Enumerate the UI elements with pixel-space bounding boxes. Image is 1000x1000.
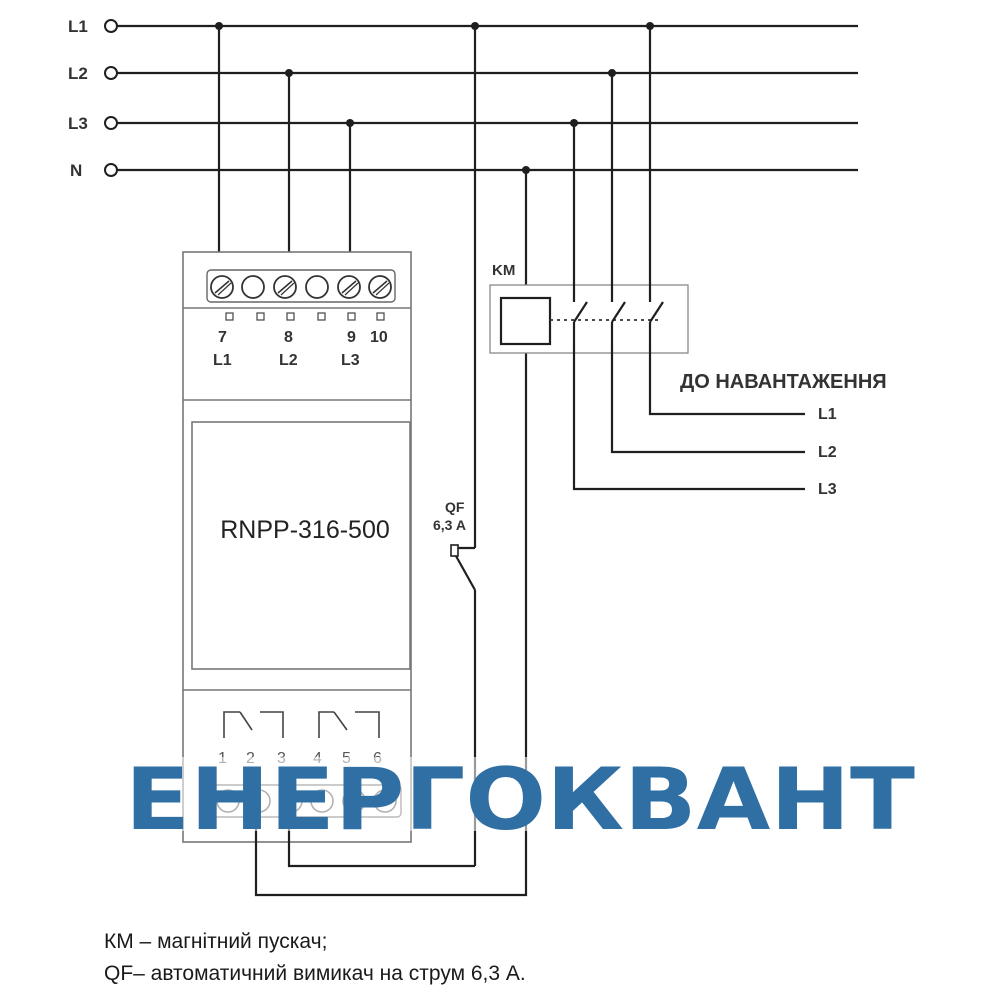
breaker-rating-label: 6,3 A (433, 517, 466, 533)
load-label-l3: L3 (818, 481, 837, 498)
load-title: ДО НАВАНТАЖЕННЯ (680, 371, 887, 393)
wire-load-l1 (648, 344, 805, 416)
relay-output-contacts (223, 711, 380, 738)
relay-phase-label-l1: L1 (213, 352, 232, 369)
relay-display-window (191, 421, 411, 670)
legend: КМ – магнітний пускач; QF– автоматичний … (104, 926, 526, 990)
wire-relay-to-km-coil (254, 344, 528, 897)
watermark-band (40, 757, 962, 831)
relay-top-terminal-block (206, 269, 396, 321)
wire-breaker-to-relay-contact (287, 817, 475, 868)
terminal-number-7: 7 (218, 329, 227, 346)
watermark-logo: ЕНЕРГОКВАНТ (125, 750, 915, 850)
km-coil-icon (499, 296, 552, 346)
breaker-name-label: QF (445, 499, 465, 515)
screw-terminal-icon (210, 275, 234, 299)
contactor-km (489, 26, 689, 354)
legend-qf: QF– автоматичний вимикач на струм 6,3 А. (104, 962, 526, 985)
bus-terminal-l2 (104, 66, 118, 80)
terminal-number-9: 9 (347, 329, 356, 346)
bus-label-l3: L3 (68, 114, 88, 133)
bus-label-l2: L2 (68, 64, 88, 83)
screw-terminal-icon (368, 275, 392, 299)
terminal-number-10: 10 (370, 329, 388, 346)
terminal-number-8: 8 (284, 329, 293, 346)
relay-phase-label-l2: L2 (279, 352, 298, 369)
bus-terminal-l3 (104, 116, 118, 130)
load-label-l1: L1 (818, 406, 837, 423)
screw-terminal-icon (337, 275, 361, 299)
empty-terminal-icon (241, 275, 265, 299)
bus-terminal-n (104, 163, 118, 177)
empty-terminal-icon (305, 275, 329, 299)
legend-km: КМ – магнітний пускач; (104, 930, 328, 953)
relay-device (182, 251, 412, 843)
junction-dots (215, 22, 654, 174)
screw-terminal-icon (273, 275, 297, 299)
load-label-l2: L2 (818, 444, 837, 461)
bus-label-l1: L1 (68, 17, 88, 36)
wire-load-l3 (572, 344, 805, 491)
bus-terminal-l1 (104, 19, 118, 33)
contactor-label: KM (492, 262, 515, 279)
relay-phase-label-l3: L3 (341, 352, 360, 369)
bus-label-n: N (70, 161, 82, 180)
wire-load-l2 (610, 344, 805, 454)
relay-model-label: RNPP-316-500 (220, 516, 390, 544)
